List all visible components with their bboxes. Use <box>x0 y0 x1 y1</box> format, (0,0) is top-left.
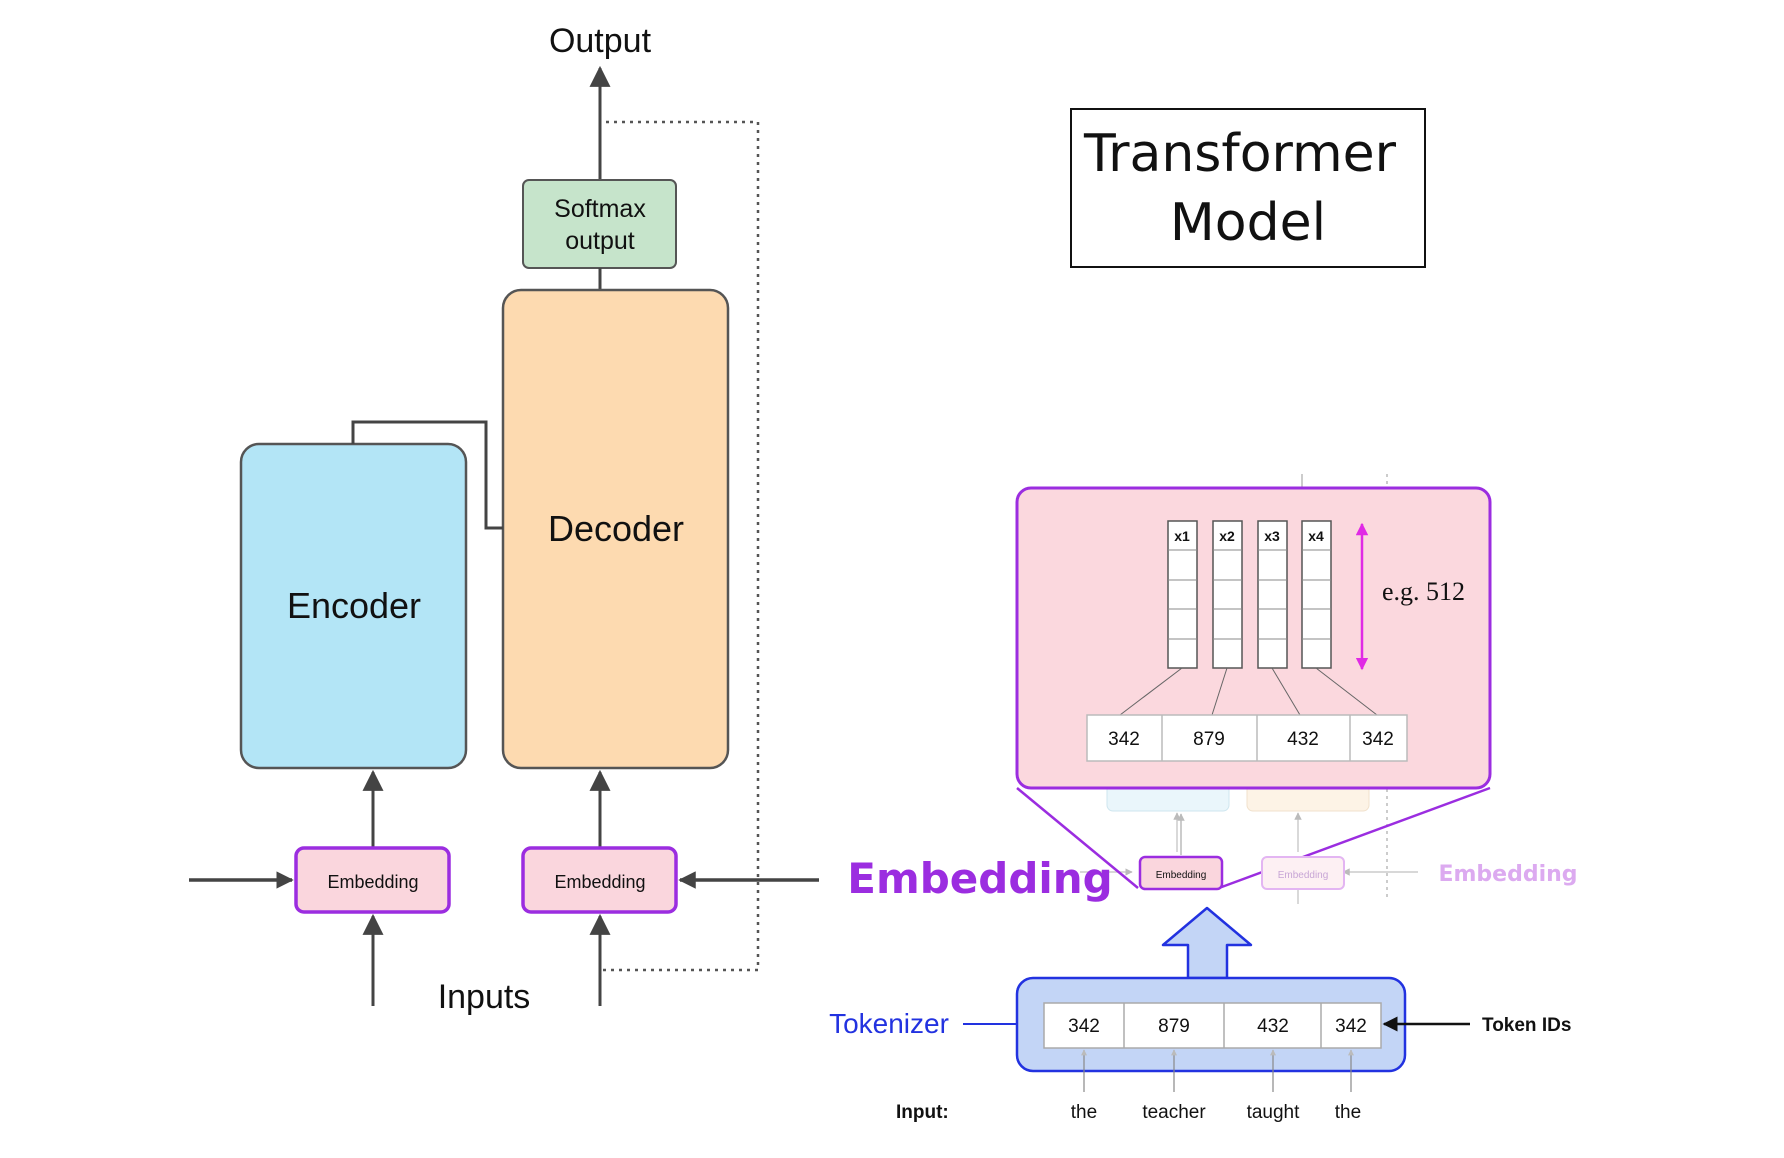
embedding-vector-2 <box>1212 520 1243 669</box>
decoder-label: Decoder <box>548 508 684 549</box>
tokenizer-to-embedding-arrow <box>1161 906 1253 980</box>
output-label: Output <box>549 22 652 60</box>
inputs-label: Inputs <box>438 978 531 1016</box>
vector-header-1: x1 <box>1174 528 1190 544</box>
small-embedding-label: Embedding <box>1156 870 1207 881</box>
token-id-table <box>1043 1002 1382 1049</box>
feedback-loop-dotted <box>600 120 760 972</box>
embedding-vector-1 <box>1167 520 1198 669</box>
embedding-vector-3 <box>1257 520 1288 669</box>
dimension-label: e.g. 512 <box>1382 577 1465 606</box>
vector-header-2: x2 <box>1219 528 1235 544</box>
vector-connector-3 <box>1271 667 1301 716</box>
upper-token-id-table <box>1086 714 1408 762</box>
softmax-label-line2: output <box>565 227 635 255</box>
softmax-label-line1: Softmax <box>554 195 646 223</box>
token-ids-label: Token IDs <box>1482 1015 1571 1036</box>
encoder-embedding-label: Embedding <box>327 872 418 892</box>
title-line2: Model <box>1170 193 1326 253</box>
small-embedding-box-faded <box>1261 856 1345 890</box>
upper-token-id-4: 342 <box>1362 729 1394 750</box>
upper-token-id-2: 879 <box>1193 729 1225 750</box>
vector-header-4: x4 <box>1308 528 1324 544</box>
embedding-faded-label: Embedding <box>1438 862 1577 887</box>
input-word-4: the <box>1335 1102 1361 1123</box>
upper-token-id-3: 432 <box>1287 729 1319 750</box>
zoom-line-left <box>1016 787 1139 889</box>
small-embedding-label-faded: Embedding <box>1278 870 1329 881</box>
decoder-embedding-box <box>521 846 678 914</box>
input-word-3: taught <box>1247 1102 1301 1123</box>
token-id-4: 342 <box>1335 1016 1367 1037</box>
input-word-1: the <box>1071 1102 1097 1123</box>
tokenizer-label: Tokenizer <box>829 1008 949 1039</box>
title-line1: Transformer <box>1083 124 1397 184</box>
vector-connector-2 <box>1211 667 1228 716</box>
encoder-label: Encoder <box>287 585 421 626</box>
vector-connector-4 <box>1315 667 1378 716</box>
embedding-vector-4 <box>1301 520 1332 669</box>
input-label: Input: <box>896 1102 949 1123</box>
vector-connector-1 <box>1119 667 1183 716</box>
input-word-2: teacher <box>1142 1102 1206 1123</box>
small-embedding-box <box>1138 855 1224 891</box>
token-id-1: 342 <box>1068 1016 1100 1037</box>
token-id-2: 879 <box>1158 1016 1190 1037</box>
embedding-big-label: Embedding <box>847 854 1113 903</box>
decoder-embedding-label: Embedding <box>554 872 645 892</box>
token-id-3: 432 <box>1257 1016 1289 1037</box>
encoder-embedding-box <box>294 846 451 914</box>
encoder-decoder-connector <box>351 420 503 530</box>
title-box <box>1070 108 1426 268</box>
vector-header-3: x3 <box>1264 528 1280 544</box>
embedding-zoom-panel <box>1015 486 1492 790</box>
upper-token-id-1: 342 <box>1108 729 1140 750</box>
